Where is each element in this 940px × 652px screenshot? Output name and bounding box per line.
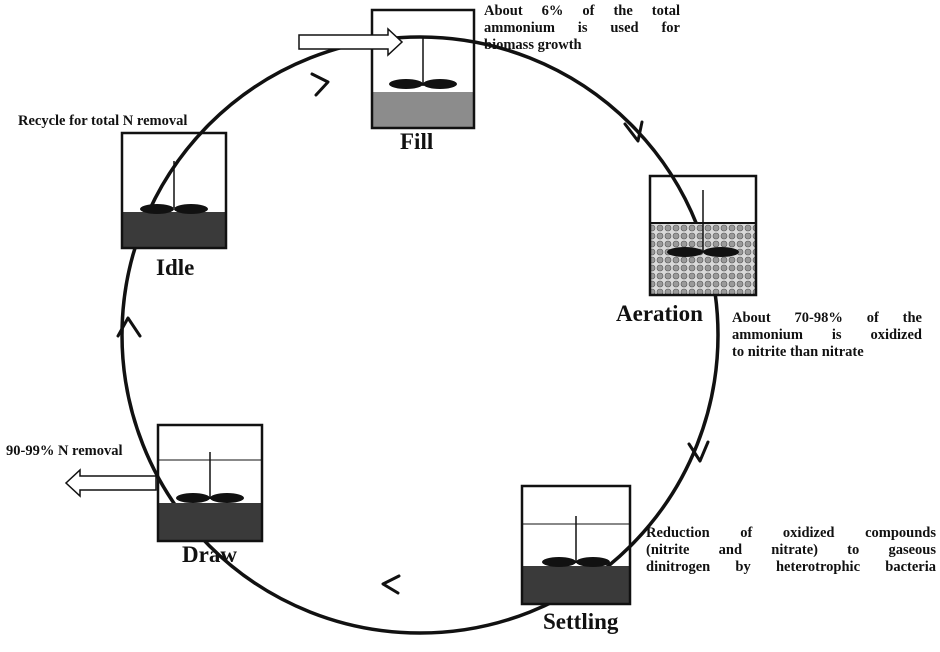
- note-fill-line: ammonium is used for: [484, 20, 680, 36]
- arrow-to-draw: [381, 574, 401, 595]
- idle-tank: [120, 131, 228, 250]
- arrow-to-settling: [687, 440, 710, 463]
- aeration-tank: [648, 174, 758, 297]
- stage-label-aeration: Aeration: [616, 301, 703, 326]
- note-idle: Recycle for total N removal: [18, 113, 188, 129]
- note-aeration-line: About 70-98% of the: [732, 310, 922, 326]
- cycle-direction-arrows: [116, 72, 710, 595]
- cycle-ring: [120, 35, 720, 635]
- arrow-to-aeration: [623, 120, 644, 143]
- stage-label-settling: Settling: [543, 609, 619, 634]
- note-settling: Reduction of oxidized compounds (nitrite…: [646, 525, 936, 576]
- note-fill-line: biomass growth: [484, 37, 582, 53]
- note-fill: About 6% of the total ammonium is used f…: [484, 3, 680, 54]
- arrow-to-fill: [310, 72, 330, 97]
- fill-tank: [370, 8, 476, 130]
- stage-label-draw: Draw: [182, 542, 237, 567]
- note-settling-line: Reduction of oxidized compounds: [646, 525, 936, 541]
- note-aeration-line: ammonium is oxidized: [732, 327, 922, 343]
- note-fill-line: About 6% of the total: [484, 3, 680, 19]
- outflow-arrow: [64, 468, 157, 498]
- stage-label-fill: Fill: [400, 129, 434, 154]
- note-aeration-line: to nitrite than nitrate: [732, 344, 864, 360]
- note-aeration: About 70-98% of the ammonium is oxidized…: [732, 310, 922, 361]
- note-settling-line: dinitrogen by heterotrophic bacteria: [646, 559, 936, 575]
- note-draw: 90-99% N removal: [6, 443, 123, 459]
- inflow-arrow: [298, 27, 404, 57]
- settling-tank: [520, 484, 632, 606]
- stage-label-idle: Idle: [156, 255, 195, 280]
- note-settling-line: (nitrite and nitrate) to gaseous: [646, 542, 936, 558]
- draw-tank: [156, 423, 264, 543]
- arrow-to-idle: [116, 316, 142, 338]
